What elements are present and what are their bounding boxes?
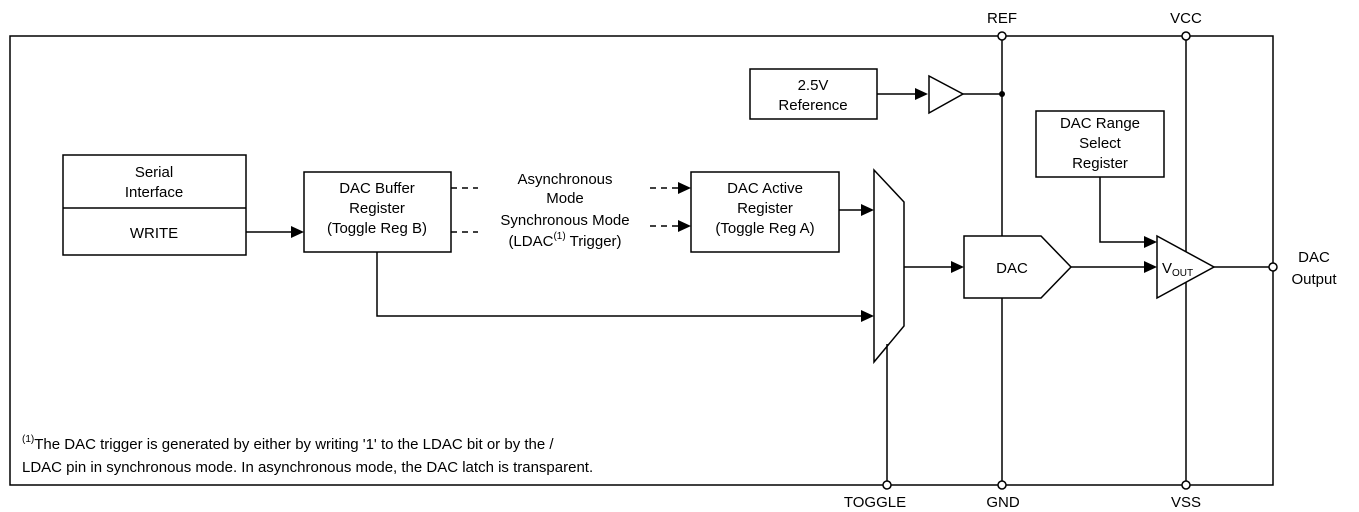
arrowhead-icon (1144, 236, 1157, 248)
reference-buffer-triangle (928, 74, 965, 115)
arrowhead-icon (861, 204, 874, 216)
dac-output-label-2: Output (1291, 271, 1337, 288)
vout-label: VOUT (1162, 260, 1193, 279)
dac-buffer-register-label-2: Register (349, 200, 405, 217)
arrowhead-icon (951, 261, 964, 273)
gnd-pin (997, 480, 1007, 490)
device-boundary (9, 35, 1274, 486)
reference-label-1: 2.5V (798, 77, 829, 94)
dac-buffer-register-block (303, 171, 452, 253)
arrowhead-icon (678, 220, 691, 232)
sync-mode-label-1: Synchronous Mode (500, 212, 629, 229)
dac-label: DAC (996, 260, 1028, 277)
reference-label-2: Reference (778, 97, 847, 114)
serial-interface-label-1: Serial (135, 164, 173, 181)
arrowhead-icon (861, 310, 874, 322)
dac-block (963, 235, 1073, 299)
toggle-pin-label: TOGGLE (844, 494, 906, 511)
output-amplifier (1156, 234, 1216, 300)
dac-active-register-label-3: (Toggle Reg A) (715, 220, 814, 237)
buffer-to-mux-line (376, 252, 862, 317)
dac-active-register-label-2: Register (737, 200, 793, 217)
vcc-pin (1181, 31, 1191, 41)
toggle-pin (882, 480, 892, 490)
serial-interface-block (62, 154, 247, 256)
range-register-label-2: Select (1079, 135, 1122, 152)
footnote-line-1: (1)The DAC trigger is generated by eithe… (22, 434, 554, 453)
dac-output-label-1: DAC (1298, 249, 1330, 266)
sync-mode-label-2: (LDAC(1) Trigger) (508, 231, 621, 250)
dac-buffer-register-label-3: (Toggle Reg B) (327, 220, 427, 237)
ref-pin-label: REF (987, 10, 1017, 27)
arrowhead-icon (915, 88, 928, 100)
write-label: WRITE (130, 225, 178, 242)
vcc-pin-label: VCC (1170, 10, 1202, 27)
arrowhead-icon (291, 226, 304, 238)
async-mode-label-2: Mode (546, 190, 584, 207)
gnd-pin-label: GND (986, 494, 1020, 511)
dac-active-register-label-1: DAC Active (727, 180, 803, 197)
serial-interface-label-2: Interface (125, 184, 183, 201)
dac-output-pin (1268, 262, 1278, 272)
range-register-label-1: DAC Range (1060, 115, 1140, 132)
ref-pin (997, 31, 1007, 41)
vss-pin (1181, 480, 1191, 490)
dac-active-register-block (690, 171, 840, 253)
junction-dot (999, 91, 1005, 97)
arrowhead-icon (678, 182, 691, 194)
dac-buffer-register-label-1: DAC Buffer (339, 180, 415, 197)
dac-range-select-register-block (1035, 110, 1165, 178)
range-register-label-3: Register (1072, 155, 1128, 172)
vss-pin-label: VSS (1171, 494, 1201, 511)
reference-block (749, 68, 878, 120)
range-to-amp-line (1099, 177, 1145, 243)
footnote-line-2: LDAC pin in synchronous mode. In asynchr… (22, 459, 593, 476)
arrowhead-icon (1144, 261, 1157, 273)
toggle-multiplexer (873, 168, 905, 365)
async-mode-label-1: Asynchronous (517, 171, 612, 188)
